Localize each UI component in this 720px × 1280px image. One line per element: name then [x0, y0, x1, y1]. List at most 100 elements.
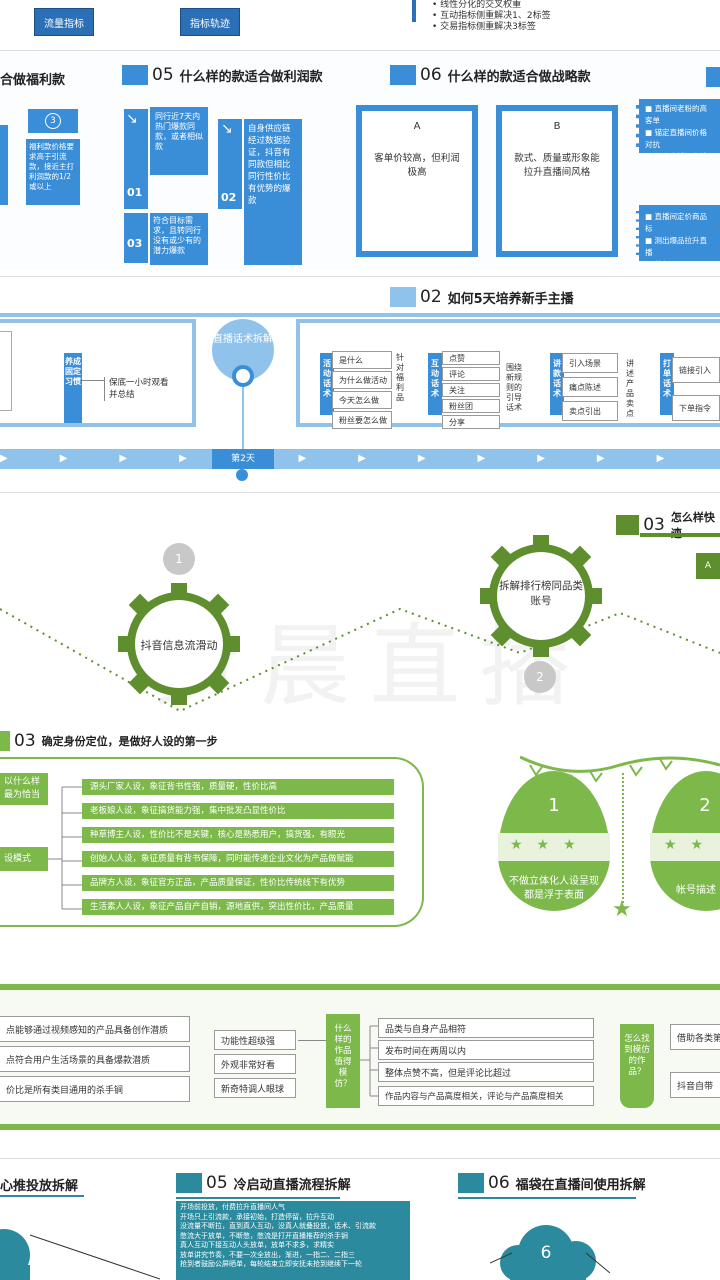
- interaction-item: 粉丝团: [442, 399, 500, 413]
- closing-item: 下单指令: [672, 395, 720, 421]
- interaction-script-title: 互动话术: [428, 353, 442, 415]
- strategy-notes-2: ■ 直播间定价商品标 ■ 测出爆品拉升直播 等级: [636, 205, 720, 269]
- gear-1-label: 抖音信息流滑动: [140, 639, 218, 652]
- selling-note: 讲述产品卖点: [626, 359, 634, 418]
- row-persona: 尹晨直播 03怎么样快速 A 1 抖音信息流滑动 拆解排行榜同品类账号 2: [0, 492, 720, 932]
- welfare-description: 福利款价格要求高于引流款，接近主打利润款的1/2或以上: [26, 139, 80, 205]
- cloud-6-number: 6: [540, 1243, 552, 1263]
- feature-row: 价比是所有类目通用的杀手锏: [0, 1076, 190, 1102]
- header-square: [390, 287, 416, 307]
- persona-row: 源头厂家人设，象征背书性强，质量硬，性价比高: [82, 779, 394, 795]
- pin-line: [242, 387, 244, 457]
- profit-item-02: 自身供应链经过数据验证，抖音有同款但相比同行性价比有优势的爆款: [244, 119, 302, 265]
- flow-metric-label: 流量指标: [44, 18, 84, 30]
- header-underline: [176, 1197, 340, 1199]
- left-stub: [0, 331, 12, 411]
- card-b-text: 款式、质量或形象能拉升直播间风格: [514, 153, 600, 178]
- header-square: [390, 65, 416, 85]
- quality-item: 外观非常好看: [214, 1054, 296, 1074]
- right-frame: [296, 319, 720, 427]
- connector: [298, 1040, 328, 1041]
- criteria-item: 整体点赞不高，但是评论比超过: [378, 1062, 594, 1082]
- bullet-item: • 线性分化的交叉权重: [432, 0, 522, 10]
- criteria-bracket: [360, 1025, 380, 1097]
- ad-header: 心推投放拆解: [0, 1179, 79, 1194]
- question-worth-imitating: 什么样的作品值得模仿？: [326, 1014, 360, 1108]
- pin-icon: [232, 365, 254, 387]
- persona-row: 生活素人人设，象征产品自产自销，源地直供，突出性价比，产品质量: [82, 899, 394, 915]
- identity-tag-2: 设模式: [0, 847, 48, 871]
- header-square: [0, 731, 10, 751]
- header-underline: [640, 533, 720, 537]
- selling-script-items: 引入场景 痛点陈述 卖点引出: [562, 353, 618, 421]
- activity-script-title: 活动话术: [320, 353, 334, 415]
- interaction-item: 关注: [442, 383, 500, 397]
- selling-item: 卖点引出: [562, 401, 618, 421]
- habit-title: 养成固定习惯: [64, 353, 82, 423]
- criteria-item: 品类与自身产品相符: [378, 1018, 594, 1038]
- step-1-badge: 1: [163, 543, 195, 575]
- day-2-label: 第2天: [212, 449, 274, 469]
- gear-2-icon: [480, 535, 602, 657]
- header-underline: [0, 1195, 84, 1197]
- egg-2-text: 帐号描述: [676, 885, 716, 896]
- activity-script-items: 是什么 为什么做活动 今天怎么做 粉丝要怎么做: [332, 351, 392, 429]
- zigzag-dotted-line: [0, 607, 720, 713]
- flow-metric-button[interactable]: 流量指标: [34, 8, 94, 36]
- egg-1-text: 不做立体化人设呈现都是浮于表面: [509, 876, 599, 901]
- interaction-item: 点赞: [442, 351, 500, 365]
- bullet-item: • 交易指标侧重解决3标签: [432, 22, 536, 32]
- flow-step: 放单讲究节奏，不要一次全放出，渐进，一指二、二指三: [180, 1250, 355, 1259]
- header-square: [616, 515, 640, 535]
- activity-item: 是什么: [332, 351, 392, 369]
- interaction-script-items: 点赞 评论 关注 粉丝团 分享: [442, 351, 500, 429]
- timeline-strip: [0, 449, 720, 469]
- card-a-text: 客单价较高，但利润极高: [374, 153, 460, 178]
- flow-step: 没流量不断拉，直到真人互动，没真人就叠投放，话术、引流款: [180, 1222, 376, 1230]
- dotted-stem: [622, 773, 624, 903]
- top-bar-accent: [412, 0, 416, 22]
- welfare-header: 合做福利款: [0, 73, 66, 88]
- metric-track-button[interactable]: 指标轨迹: [180, 8, 240, 36]
- badge-3: 3: [28, 109, 78, 133]
- bracket-connector: [48, 786, 82, 910]
- quality-item: 功能性超级强: [214, 1030, 296, 1050]
- strategy-card-a: A 客单价较高，但利润极高: [356, 105, 478, 257]
- activity-item: 为什么做活动: [332, 371, 392, 389]
- persona-row: 老板娘人设，象征搞货能力强，集中批发凸显性价比: [82, 803, 394, 819]
- selling-script-title: 讲款话术: [550, 353, 564, 415]
- closing-script-title: 打单话术: [660, 353, 674, 415]
- question-how-to-find: 怎么找到模仿的作品？: [620, 1024, 654, 1108]
- identity-tag-1: 以什么样最为恰当: [0, 773, 48, 805]
- interaction-note: 围绕新规则的引导话术: [506, 363, 522, 412]
- card-a-label: A: [413, 121, 421, 132]
- egg-2-stars: ★★: [664, 837, 718, 853]
- flow-step: 开场前投放，付费拉升直播间人气: [180, 1203, 285, 1211]
- cold-start-flow: 开场前投放，付费拉升直播间人气 开场只上引流款，承接初始，打造停留，拉升互动 没…: [176, 1201, 410, 1280]
- flow-step: 抢到者鼓励公屏晒单，每轮结束立即安抚未抢到继续下一轮: [180, 1260, 362, 1268]
- strategy-card-b: B 款式、质量或形象能拉升直播间风格: [496, 105, 618, 257]
- flow-step: 憋流大于放单，不断憋，憋流是打开直播推荐的杀手锏: [180, 1231, 348, 1240]
- left-frame: [0, 319, 196, 427]
- egg-1-band: [498, 833, 610, 861]
- persona-row: 品牌方人设，象征官方正品，产品质量保证，性价比传统线下有优势: [82, 875, 394, 891]
- left-edge-bar: [0, 125, 8, 205]
- card-b-label: B: [553, 121, 561, 132]
- feature-row: 点符合用户生活场景的具备爆款潜质: [0, 1046, 190, 1072]
- connector: [82, 380, 104, 381]
- habit-item: 保底一小时观看并总结: [104, 377, 176, 401]
- left-cloud-icon: [0, 1229, 160, 1280]
- metric-track-label: 指标轨迹: [190, 18, 230, 30]
- egg-2-num: 2: [699, 795, 711, 816]
- num-01-label: 01: [127, 186, 143, 199]
- activity-note: 针对福利品: [396, 353, 404, 402]
- header-underline: [458, 1197, 636, 1199]
- right-header-square: [706, 67, 720, 87]
- activity-item: 粉丝要怎么做: [332, 411, 392, 429]
